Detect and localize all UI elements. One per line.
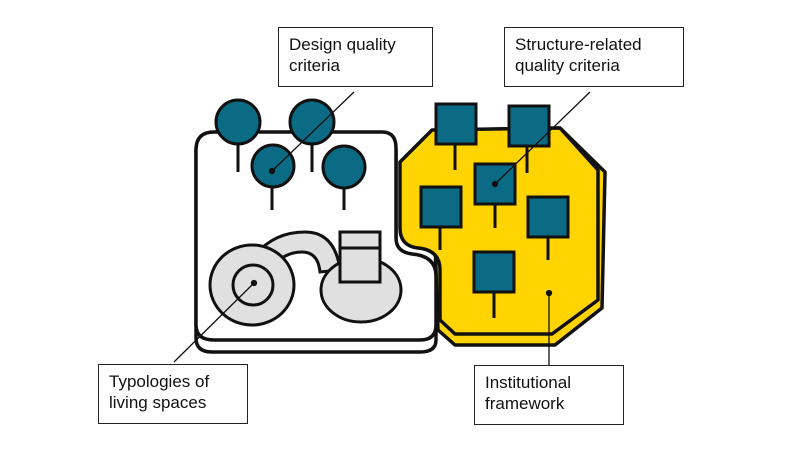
label-structure-related-quality-criteria: Structure-related quality criteria [504, 27, 684, 87]
label-line: living spaces [109, 393, 207, 412]
label-line: Structure-related [515, 35, 642, 54]
label-design-quality-criteria: Design quality criteria [278, 27, 433, 87]
label-line: Typologies of [109, 372, 210, 391]
structure-quality-signs [419, 102, 570, 318]
institutional-framework-block [398, 126, 600, 336]
leader-lines [173, 91, 591, 365]
box-shape [338, 230, 382, 284]
label-typologies-of-living-spaces: Typologies of living spaces [98, 364, 248, 424]
label-line: quality criteria [515, 56, 620, 75]
label-line: framework [485, 394, 565, 413]
label-line: Institutional [485, 373, 571, 392]
label-line: criteria [289, 56, 341, 75]
label-line: Design quality [289, 35, 396, 54]
label-institutional-framework: Institutional framework [474, 365, 624, 425]
design-quality-trees [214, 98, 367, 210]
